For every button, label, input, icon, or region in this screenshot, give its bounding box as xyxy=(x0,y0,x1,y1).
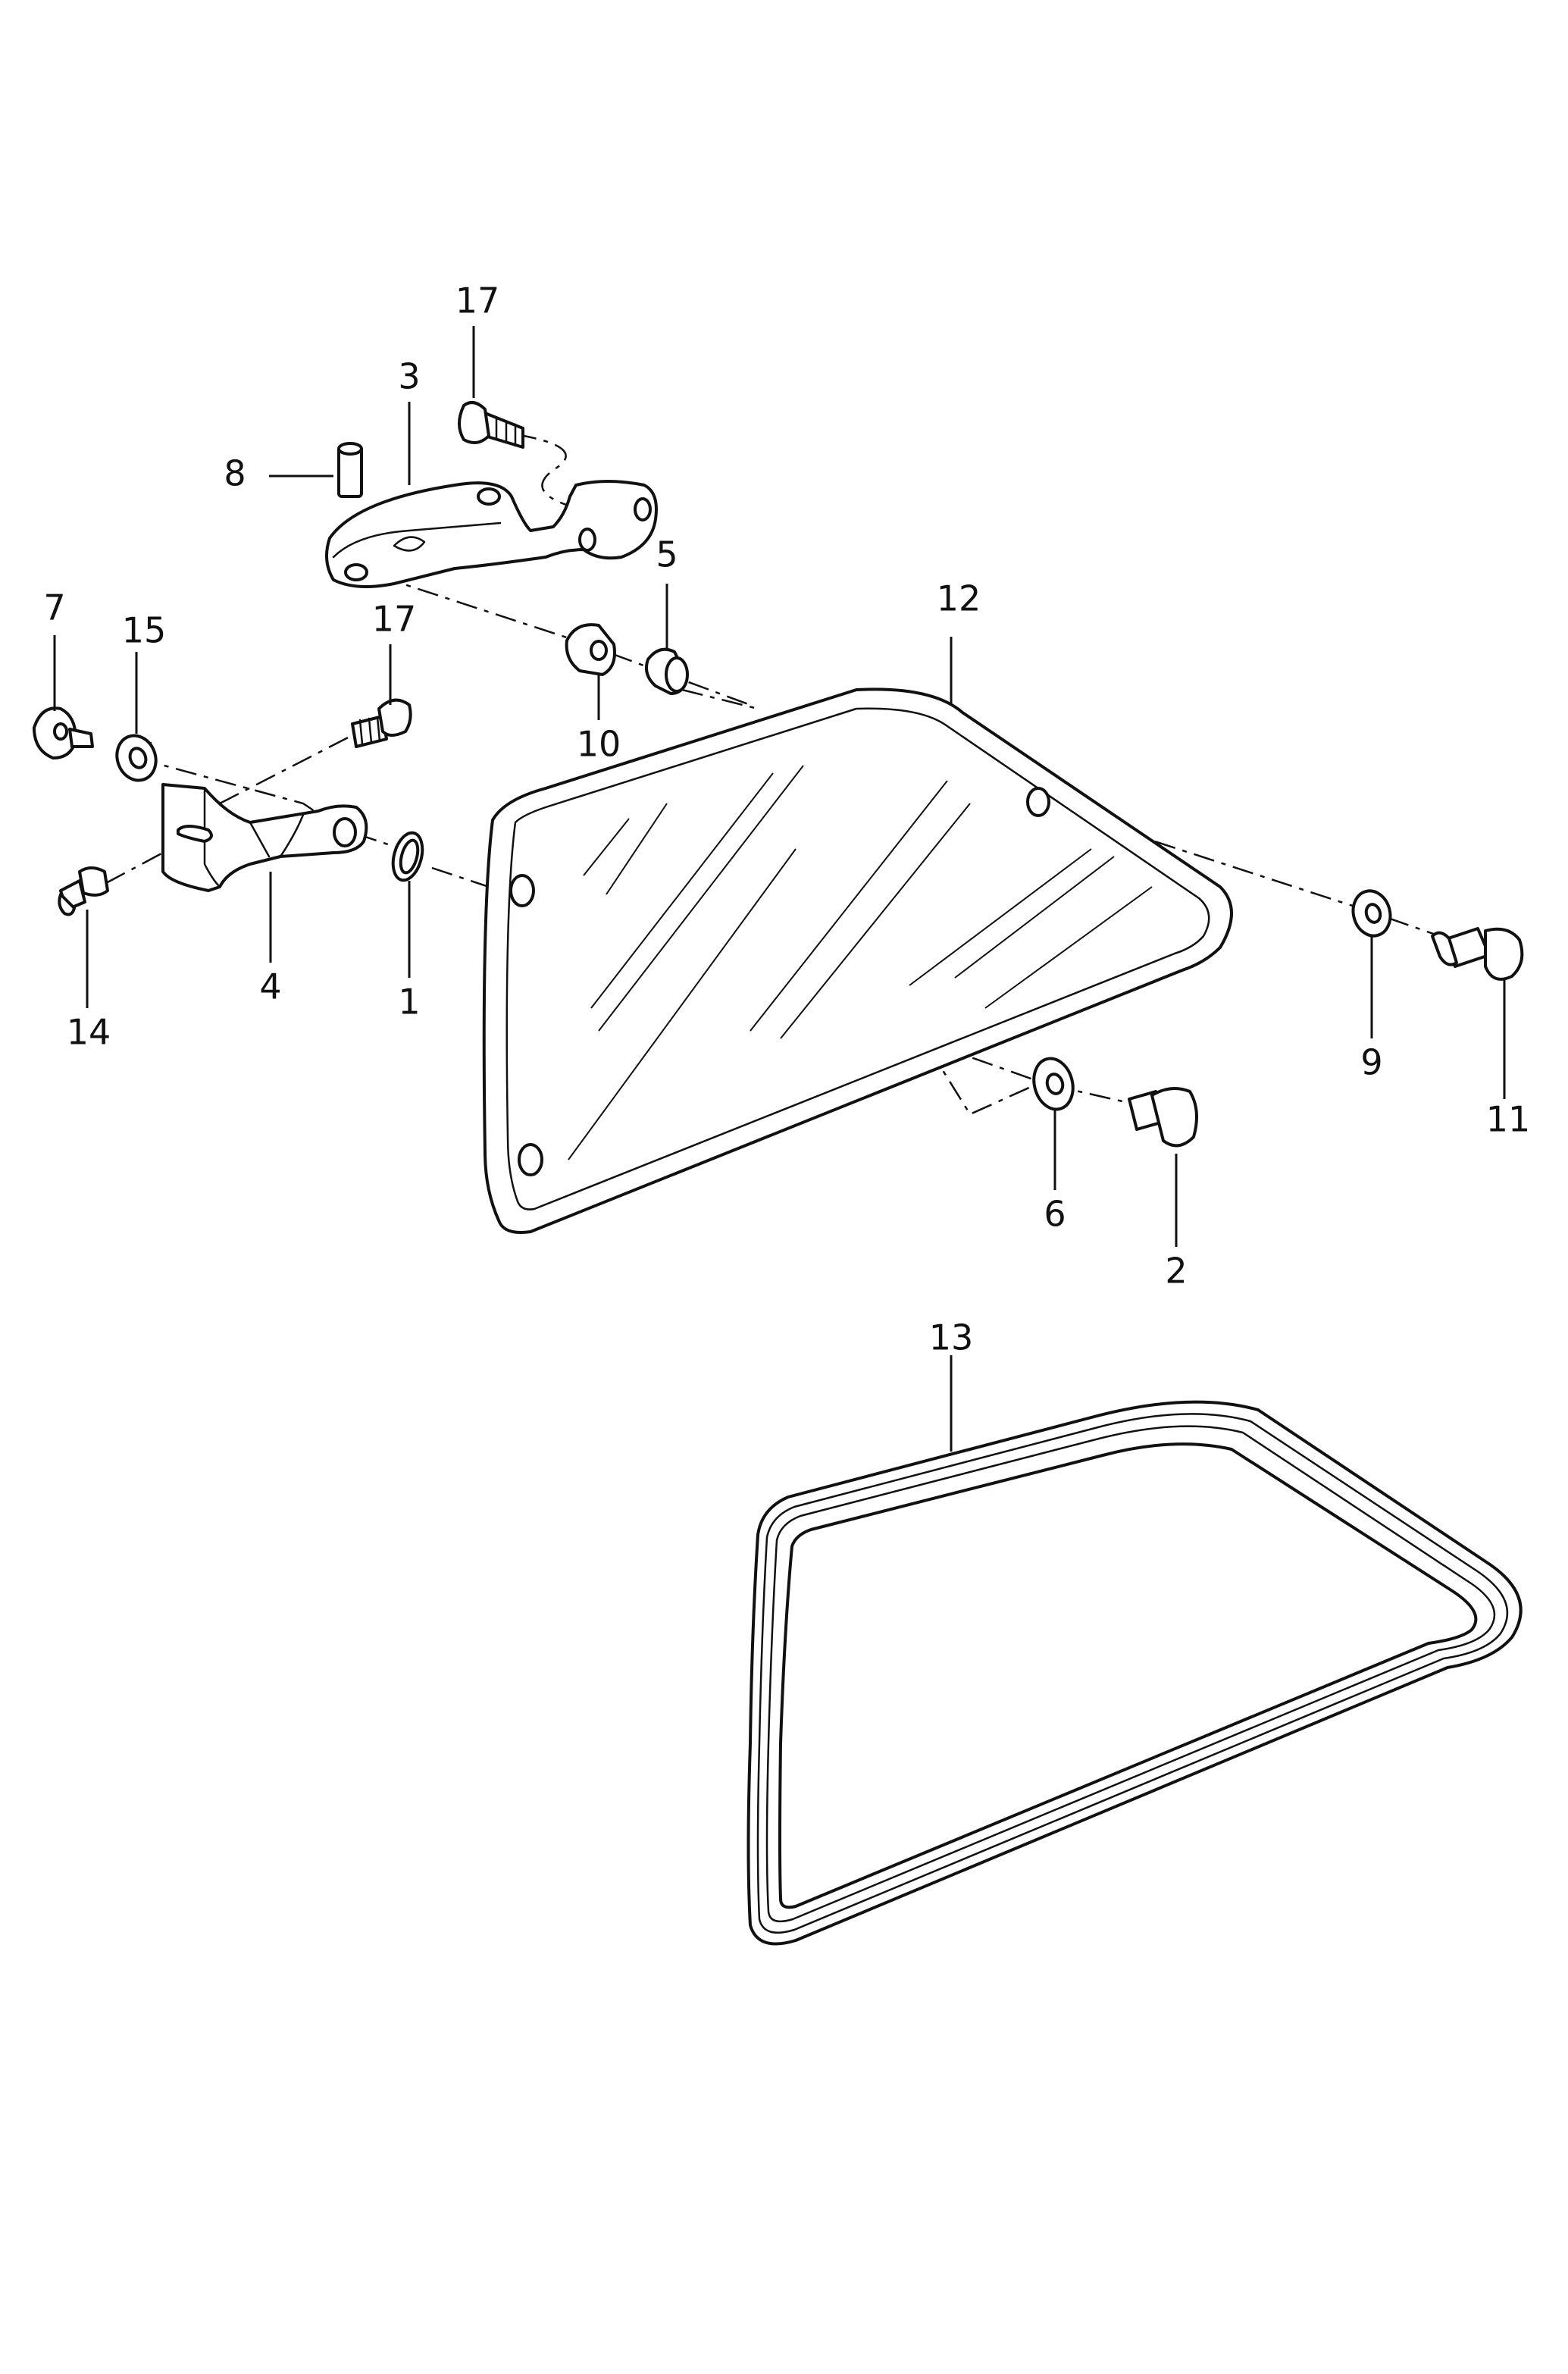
washer-part-6 xyxy=(1032,1057,1075,1111)
bracket-part-4 xyxy=(161,783,368,892)
washer-part-9 xyxy=(1351,889,1392,938)
clip-part-2 xyxy=(1128,1087,1198,1148)
callout-13: 13 xyxy=(929,1317,974,1358)
nut-part-10 xyxy=(565,623,616,676)
bolt-part-17-upper xyxy=(458,401,524,449)
bolt-part-17-lower xyxy=(351,698,412,748)
callout-11: 11 xyxy=(1486,1099,1531,1140)
o-ring-part-1 xyxy=(391,831,424,882)
window-glass-part-12 xyxy=(482,687,1233,1234)
callout-1: 1 xyxy=(398,982,420,1023)
stud-part-7 xyxy=(33,706,94,759)
callout-labels: 17 3 8 5 12 7 15 17 10 4 1 14 9 11 6 2 1… xyxy=(43,280,1530,1358)
callout-7: 7 xyxy=(43,587,65,628)
grommet-part-5 xyxy=(645,647,689,695)
callout-15: 15 xyxy=(122,610,167,651)
callout-9: 9 xyxy=(1360,1042,1382,1083)
callout-17-lower: 17 xyxy=(372,599,417,640)
screw-part-14 xyxy=(58,866,109,916)
washer-part-15 xyxy=(115,734,158,782)
callout-4: 4 xyxy=(259,966,281,1007)
callout-14: 14 xyxy=(67,1012,111,1053)
clip-part-11 xyxy=(1431,927,1524,981)
window-seal-part-13 xyxy=(746,1400,1523,1946)
callout-2: 2 xyxy=(1165,1251,1187,1292)
callout-17-upper: 17 xyxy=(455,280,500,321)
leader-lines xyxy=(53,326,1506,1452)
callout-8: 8 xyxy=(224,453,246,494)
callout-12: 12 xyxy=(937,578,981,619)
callout-10: 10 xyxy=(577,724,621,765)
pin-part-8 xyxy=(337,442,363,498)
hinge-bracket-part-3 xyxy=(325,480,658,588)
callout-6: 6 xyxy=(1044,1194,1066,1235)
callout-3: 3 xyxy=(398,356,420,397)
callout-5: 5 xyxy=(656,534,678,575)
